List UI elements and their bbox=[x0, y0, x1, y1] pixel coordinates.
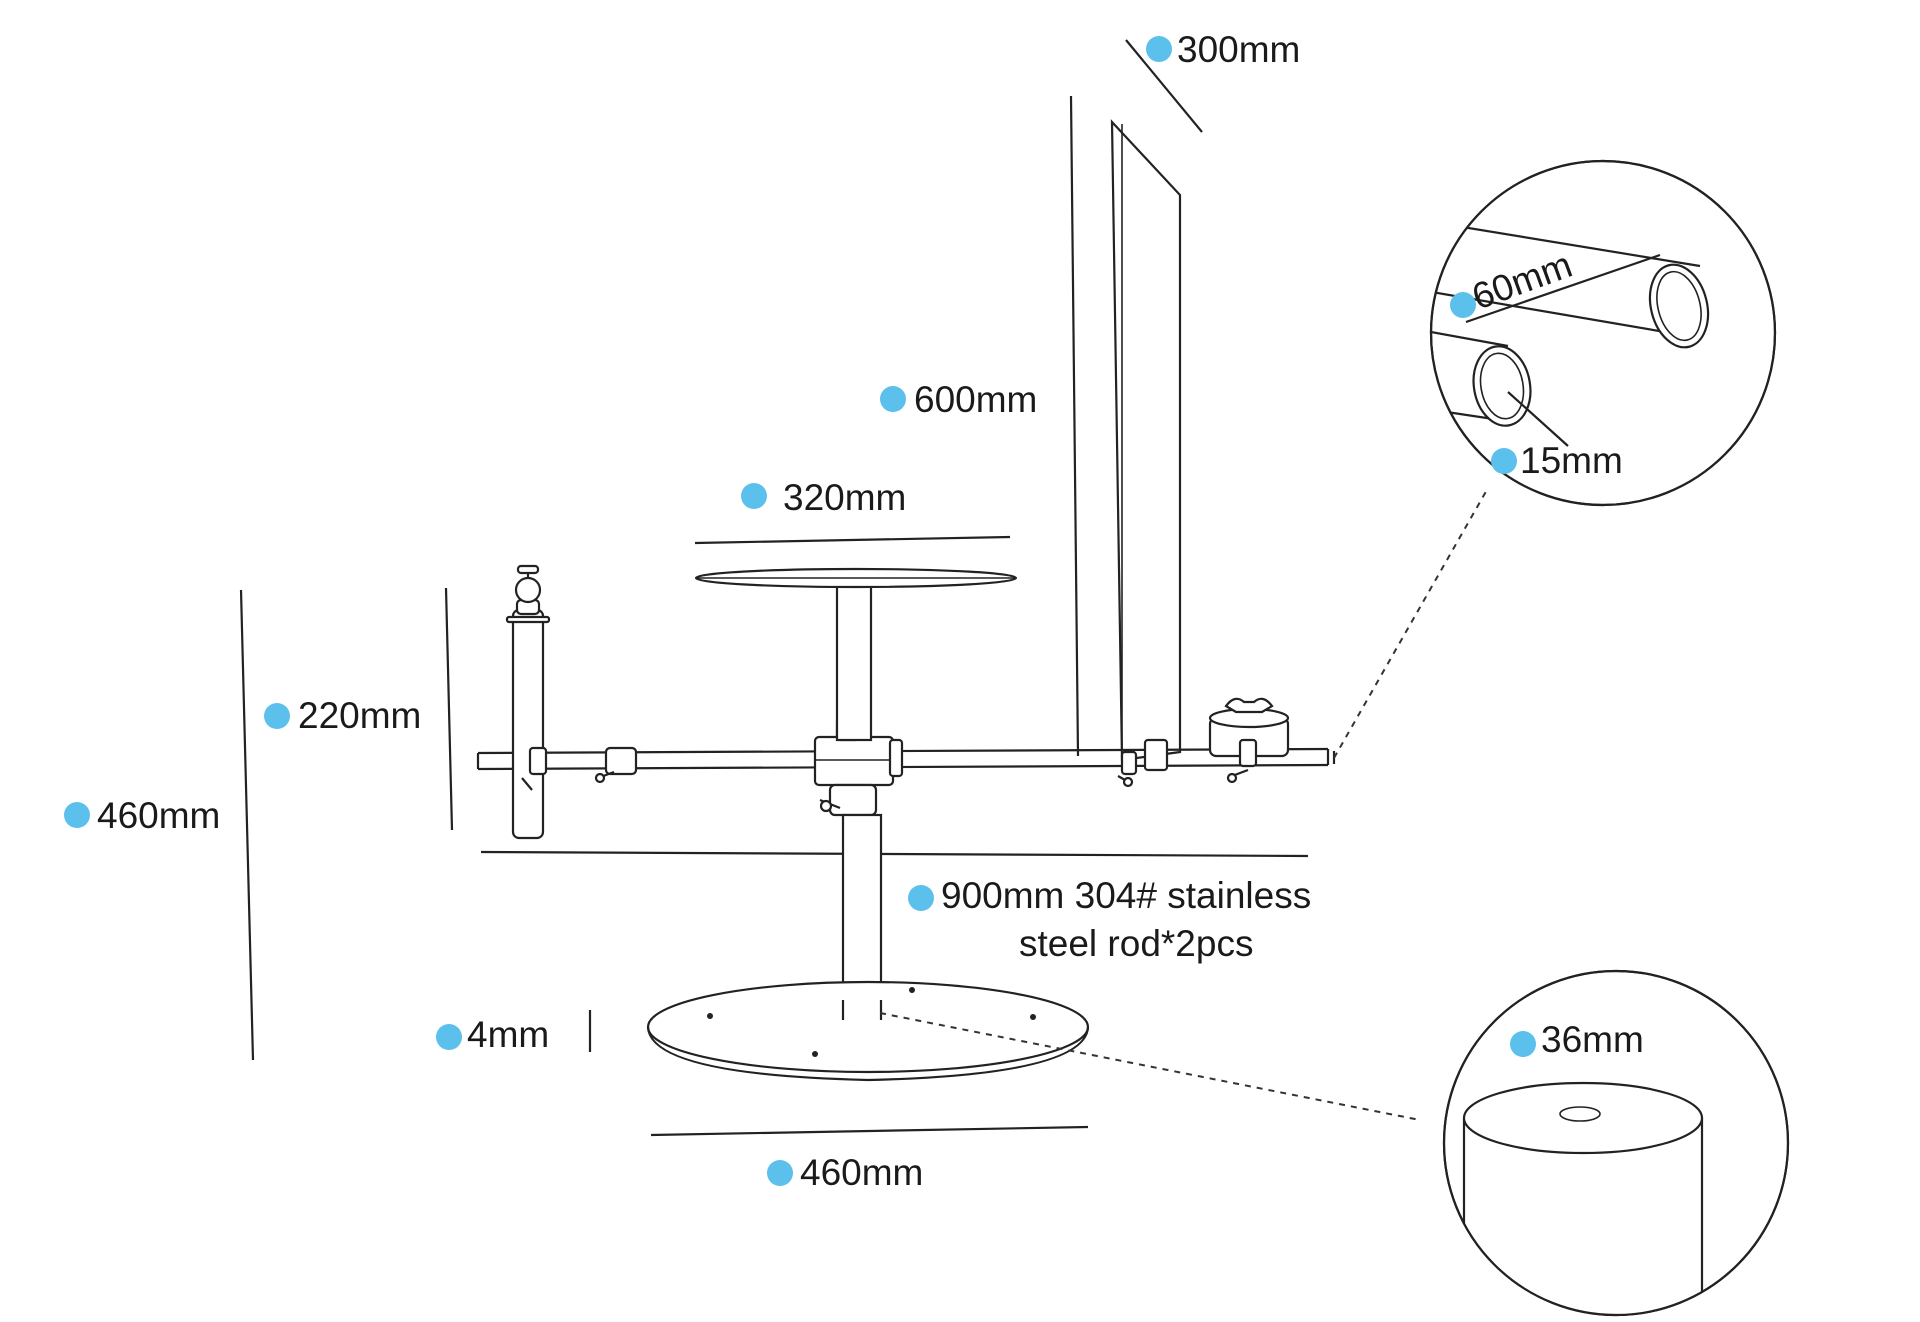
label-reflector-height: 600mm bbox=[914, 379, 1037, 420]
reflector-board bbox=[1069, 95, 1182, 762]
marker-rod-diameter bbox=[1491, 448, 1517, 474]
label-markers bbox=[64, 36, 1536, 1186]
base-hole bbox=[707, 1013, 713, 1019]
base-plate bbox=[646, 980, 1090, 1082]
center-clamp bbox=[813, 735, 895, 787]
label-base-diameter: 460mm bbox=[800, 1152, 923, 1193]
dim-line-turntable-diameter bbox=[694, 535, 1011, 545]
base-hole bbox=[1030, 1014, 1036, 1020]
rod-assembly bbox=[476, 564, 1336, 1022]
leader-rod-detail bbox=[1333, 487, 1489, 759]
base-hole bbox=[812, 1051, 818, 1057]
ball-head bbox=[514, 576, 542, 604]
post-top bbox=[1462, 1081, 1704, 1155]
turntable-stem bbox=[835, 578, 873, 742]
dim-line-rod-length bbox=[480, 850, 1309, 858]
reflector-height-line bbox=[1069, 95, 1080, 757]
label-turntable-diameter: 320mm bbox=[783, 477, 906, 518]
post-center-hole bbox=[1559, 1106, 1601, 1122]
marker-base-thickness bbox=[436, 1024, 462, 1050]
label-rod-diameter: 15mm bbox=[1520, 440, 1623, 481]
label-riser-height: 220mm bbox=[298, 695, 421, 736]
label-reflector-depth: 300mm bbox=[1177, 29, 1300, 70]
marker-reflector-height bbox=[880, 386, 906, 412]
marker-turntable-diameter bbox=[741, 483, 767, 509]
dim-line-total-height bbox=[239, 589, 255, 1061]
marker-base-diameter bbox=[767, 1160, 793, 1186]
leader-post-detail bbox=[879, 1012, 1421, 1121]
dim-line-base-diameter bbox=[650, 1125, 1089, 1137]
marker-rod-spacing bbox=[1450, 292, 1476, 318]
marker-riser-height bbox=[264, 703, 290, 729]
marker-post-diameter bbox=[1510, 1031, 1536, 1057]
dim-line-reflector-depth bbox=[1125, 39, 1203, 133]
label-post-diameter: 36mm bbox=[1541, 1019, 1644, 1060]
rod-detail-callout bbox=[1429, 159, 1777, 507]
marker-reflector-depth bbox=[1146, 36, 1172, 62]
camera-post bbox=[511, 608, 545, 840]
base-hole bbox=[909, 987, 915, 993]
label-rod-line1: 900mm 304# stainless bbox=[941, 875, 1311, 916]
base-plate-top bbox=[646, 980, 1090, 1074]
marker-rod-length bbox=[908, 885, 934, 911]
label-base-thickness: 4mm bbox=[467, 1014, 549, 1055]
dimension-lines bbox=[239, 39, 1309, 1137]
label-rod-line2: steel rod*2pcs bbox=[1019, 923, 1253, 964]
marker-total-height bbox=[64, 802, 90, 828]
label-total-height: 460mm bbox=[97, 795, 220, 836]
dim-line-riser-height bbox=[444, 587, 454, 831]
